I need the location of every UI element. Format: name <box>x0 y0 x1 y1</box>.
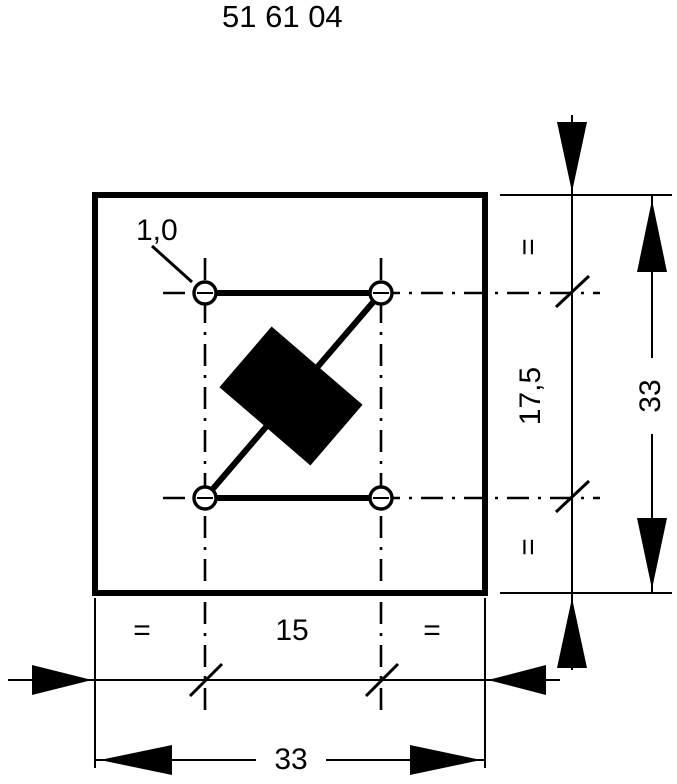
equal-mark-right: = <box>423 614 441 647</box>
arrow-outer-top <box>637 200 667 272</box>
equal-mark-left: = <box>133 614 151 647</box>
arrow-inner-top <box>557 122 587 192</box>
equal-mark-top: = <box>512 238 545 256</box>
vertical-total-label: 33 <box>634 379 667 412</box>
hole-diameter-label: 1,0 <box>136 214 178 247</box>
tick-slash-bottom-left-cl <box>188 662 224 698</box>
tick-slash-bottom-right-cl <box>364 662 400 698</box>
drawing-title: 51 61 04 <box>222 0 343 34</box>
tick-slash-top-right <box>554 274 591 309</box>
arrow-total-left <box>100 745 172 775</box>
vertical-pitch-label: 17,5 <box>514 367 547 425</box>
board-outline <box>92 192 488 596</box>
vertical-total-label-bg <box>631 358 673 434</box>
arrow-bottom-left <box>32 665 92 695</box>
hole-diameter-leader <box>150 244 194 284</box>
arrow-bottom-right <box>488 665 546 695</box>
tick-slash-bottom-right <box>554 479 591 514</box>
horizontal-pitch-label: 15 <box>275 614 308 647</box>
arrow-outer-bottom <box>637 518 667 589</box>
horizontal-total-label-bg <box>256 738 326 782</box>
arrow-inner-bottom <box>557 598 587 668</box>
component-body <box>219 326 363 466</box>
arrow-total-right <box>410 745 481 775</box>
equal-mark-bottom: = <box>512 538 545 556</box>
horizontal-total-label: 33 <box>274 743 307 776</box>
